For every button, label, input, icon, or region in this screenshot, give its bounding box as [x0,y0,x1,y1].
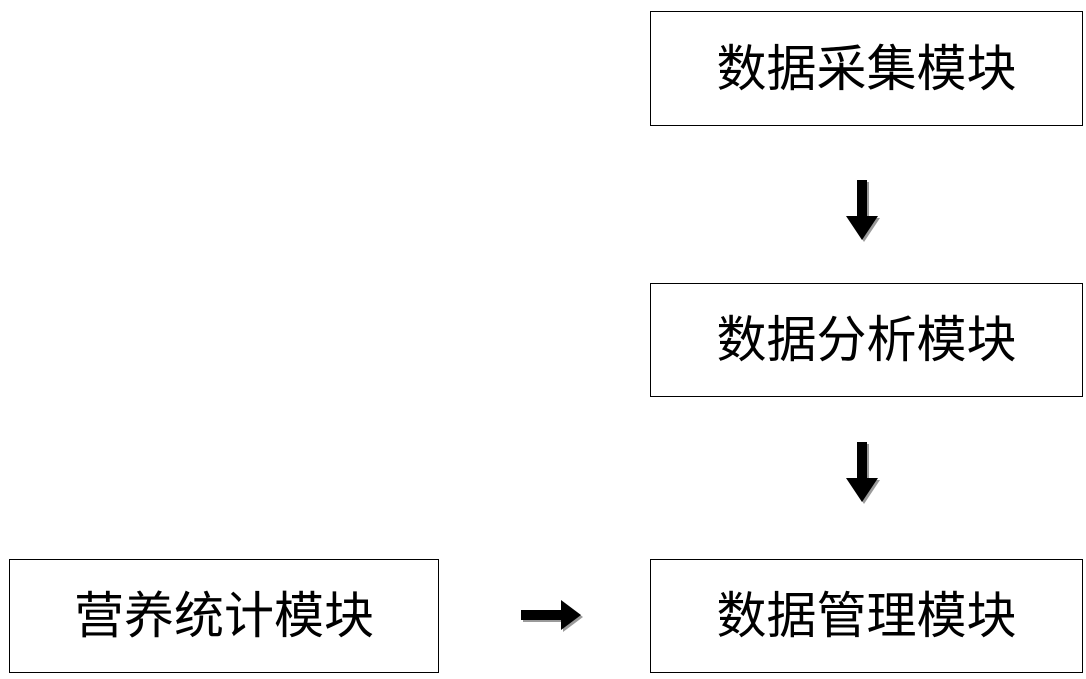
data-management-module-label: 数据管理模块 [717,591,1017,641]
arrow-collect-to-analyze-icon [840,178,884,244]
data-management-module-box: 数据管理模块 [650,559,1083,673]
data-analysis-module-label: 数据分析模块 [717,315,1017,365]
arrow-analyze-to-manage-icon [840,440,884,506]
arrow-nutrition-to-manage-icon [519,598,585,634]
nutrition-statistics-module-label: 营养统计模块 [74,591,374,641]
data-collection-module-label: 数据采集模块 [717,44,1017,94]
data-collection-module-box: 数据采集模块 [650,11,1083,126]
data-analysis-module-box: 数据分析模块 [650,283,1083,397]
nutrition-statistics-module-box: 营养统计模块 [9,559,439,673]
